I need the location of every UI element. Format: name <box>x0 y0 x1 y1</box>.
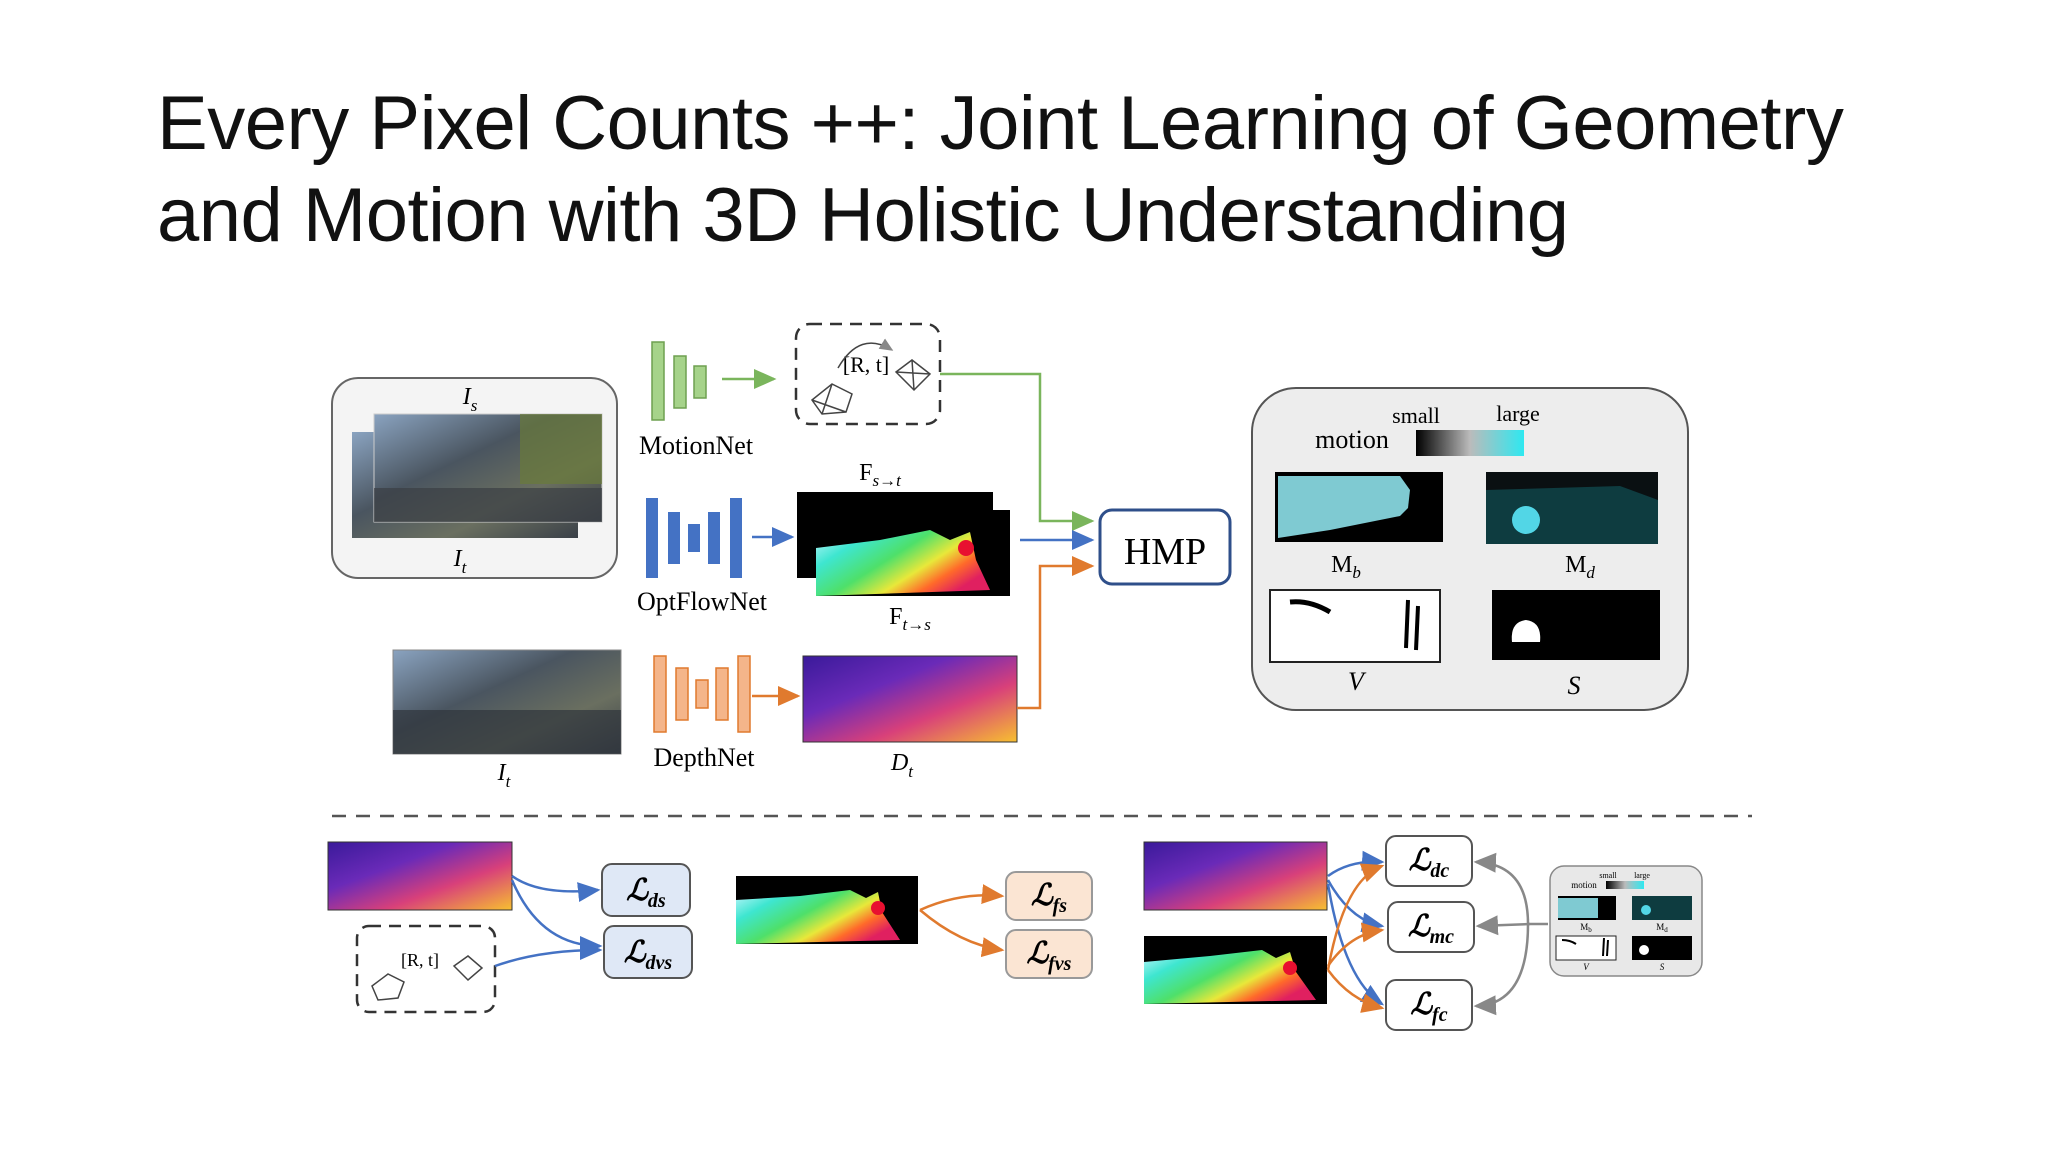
optflownet-icon <box>646 498 742 578</box>
depthnet-label: DepthNet <box>653 743 755 772</box>
flow-st-label: Fs→t <box>859 460 902 490</box>
mask-s <box>1492 590 1660 660</box>
mini-label-v: V <box>1583 962 1590 972</box>
arrow-pose-ldvs <box>494 940 603 968</box>
camera-source-icon <box>810 383 853 415</box>
mini-legend-small: small <box>1599 871 1617 880</box>
label-it-depth: It <box>497 760 512 791</box>
arrow-flow-ldc <box>1326 863 1385 971</box>
loss-dc-box <box>1385 835 1473 887</box>
hmp-label: HMP <box>1124 531 1206 573</box>
arrow-mini-lmc <box>1475 915 1531 936</box>
loss-camera-target-icon <box>452 955 484 982</box>
loss-pose-box: [R, t] <box>355 924 497 1014</box>
loss-fc-label: ℒfc <box>1410 988 1447 1026</box>
mini-label-mb: Mb <box>1580 922 1592 934</box>
arrow-depth-lds <box>511 874 601 903</box>
label-mb: Mb <box>1331 552 1361 582</box>
mask-v <box>1269 589 1441 663</box>
label-md: Md <box>1565 552 1595 582</box>
loss-fvs-label: ℒfvs <box>1027 937 1072 975</box>
slide-title: Every Pixel Counts ++: Joint Learning of… <box>157 78 1957 262</box>
mini-legend-large: large <box>1634 871 1650 880</box>
mini-v-stroke <box>1561 937 1609 957</box>
arrow-flow-lfc <box>1326 969 1385 1013</box>
depthnet-icon <box>653 655 751 733</box>
loss-dvs-box <box>603 925 693 979</box>
arrow-depth-hmp <box>1017 556 1095 710</box>
motionnet-label: MotionNet <box>639 431 754 460</box>
mini-md-spot <box>1641 905 1651 915</box>
depth-map-dt <box>802 655 1018 743</box>
title-line-1: Every Pixel Counts ++: Joint Learning of… <box>157 81 1844 166</box>
image-it-road <box>393 710 621 754</box>
legend-large: large <box>1496 401 1540 426</box>
mini-md <box>1632 896 1692 920</box>
hmp-box <box>1098 508 1232 586</box>
flow-ts-label: Ft→s <box>889 604 931 634</box>
mini-s-spot <box>1639 945 1649 955</box>
flow-ts-map <box>816 510 1010 596</box>
motion-color-scale <box>1416 430 1524 456</box>
mini-label-s: S <box>1660 962 1665 972</box>
loss-dvs-label: ℒdvs <box>624 936 672 974</box>
mini-mb-fill <box>1558 898 1598 918</box>
arrow-flow-lfvs <box>919 909 1005 958</box>
optflownet-label: OptFlowNet <box>637 587 768 616</box>
pose-box: [R, t] <box>794 322 942 426</box>
mask-mb <box>1275 472 1443 542</box>
loss-camera-source-icon <box>371 973 405 1001</box>
loss-fs-label: ℒfs <box>1031 879 1067 917</box>
arrow-flow-lmc <box>1326 922 1385 967</box>
loss-fs-box <box>1005 871 1093 921</box>
mini-motion-panel: small large motion Mb Md V S <box>1549 865 1703 977</box>
loss-mc-label: ℒmc <box>1408 910 1454 948</box>
loss-pose-label: [R, t] <box>401 950 439 970</box>
title-line-2: and Motion with 3D Holistic Understandin… <box>157 173 1569 258</box>
loss-ds-label: ℒds <box>626 874 666 912</box>
pose-curve-arrow <box>837 338 894 369</box>
label-s: S <box>1568 671 1581 700</box>
arrow-pose-hmp <box>940 372 1095 531</box>
loss-fvs-box <box>1005 929 1093 979</box>
label-it-top: It <box>453 546 468 577</box>
label-dt: Dt <box>890 750 914 781</box>
consistency-depth-map <box>1143 841 1328 911</box>
label-v: V <box>1348 667 1367 696</box>
arrow-mini-lfc <box>1473 923 1530 1016</box>
loss-mc-box <box>1387 901 1475 953</box>
legend-small: small <box>1392 403 1440 428</box>
motionnet-icon <box>651 341 707 421</box>
consistency-flow-map <box>1144 936 1327 1004</box>
legend-motion: motion <box>1315 425 1389 454</box>
loss-ds-box <box>601 863 691 917</box>
label-is: Is <box>462 384 478 415</box>
pose-label: [R, t] <box>843 352 889 377</box>
mask-md <box>1486 472 1658 544</box>
mini-color-scale <box>1606 881 1644 889</box>
image-is-road <box>374 488 602 522</box>
mini-legend-motion: motion <box>1571 880 1597 890</box>
camera-target-icon <box>894 359 932 392</box>
loss-fc-box <box>1385 979 1473 1031</box>
image-is-trees <box>520 414 602 484</box>
mini-label-md: Md <box>1656 922 1668 934</box>
arrow-depth-ldc <box>1327 850 1385 878</box>
arrow-depth-lfc <box>1326 883 1385 1006</box>
loss-dc-label: ℒdc <box>1409 844 1450 882</box>
arrow-flow-lfs <box>919 884 1005 912</box>
loss-flow-map <box>736 876 918 944</box>
loss-depth-map <box>327 841 513 911</box>
arrow-mini-ldc <box>1473 852 1530 925</box>
